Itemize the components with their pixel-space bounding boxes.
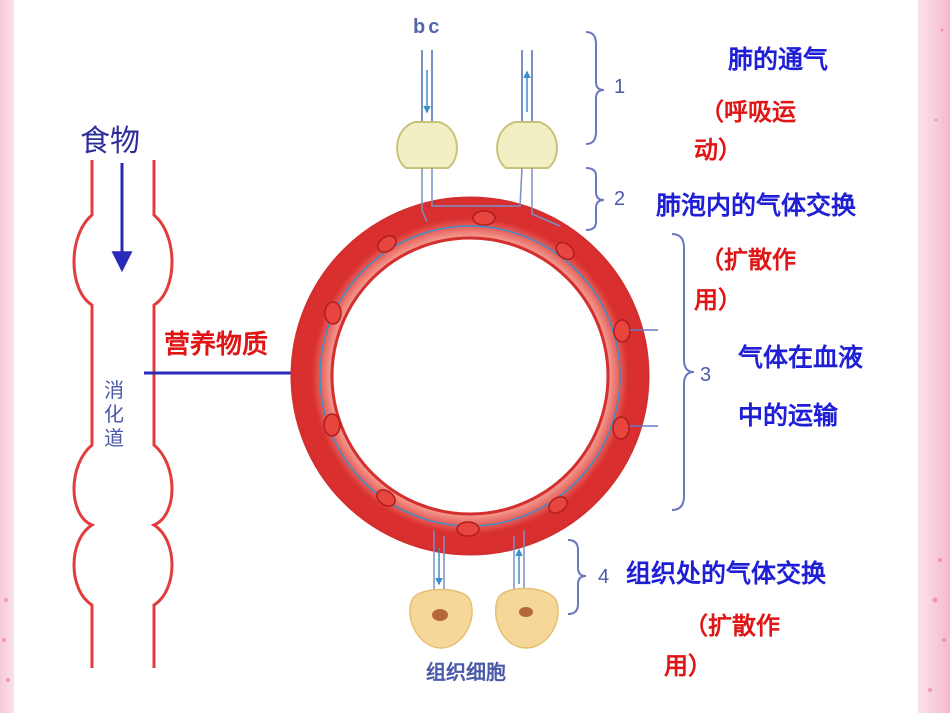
airways [421,50,533,122]
tissue-links [433,530,525,592]
nutrients-label: 营养物质 [164,330,269,360]
slide-edge-right [918,0,950,713]
red-blood-cells [323,210,631,537]
digestive-tract-label-2: 化 [104,404,124,426]
step-1-title: 肺的通气 [728,45,829,74]
air-flow-arrows [423,70,531,114]
capillary-links [421,167,561,227]
step-4-number: 4 [598,566,610,588]
step-1-note-line1: （呼吸运 [700,98,796,126]
digestive-tract-label-1: 消 [104,380,124,402]
step-2-note-line1: （扩散作 [700,246,796,274]
slide-edge-left [0,0,14,713]
step-4-title: 组织处的气体交换 [626,559,827,588]
step-4-note-line1: （扩散作 [684,612,780,640]
step-3-title-line2: 中的运输 [738,401,839,430]
digestive-tract [72,160,174,668]
braces [567,31,695,615]
alveoli [396,121,558,169]
step-2-number: 2 [614,188,626,210]
bc-label: bc [413,16,443,38]
tissue-cells [409,587,559,649]
step-3-number: 3 [700,364,712,386]
step-3-title-line1: 气体在血液 [738,343,864,372]
food-label: 食物 [80,125,140,158]
step-1-note-line2: 动） [694,136,742,164]
step-4-note-line2: 用） [664,652,712,680]
digestive-tract-label-3: 道 [104,428,124,450]
step-1-number: 1 [614,76,626,98]
tissue-cells-label: 组织细胞 [426,662,506,684]
step-2-note-line2: 用） [694,286,742,314]
pointer-lines [630,329,658,427]
step-2-title: 肺泡内的气体交换 [656,191,857,220]
blood-vessel-ring [290,196,650,556]
